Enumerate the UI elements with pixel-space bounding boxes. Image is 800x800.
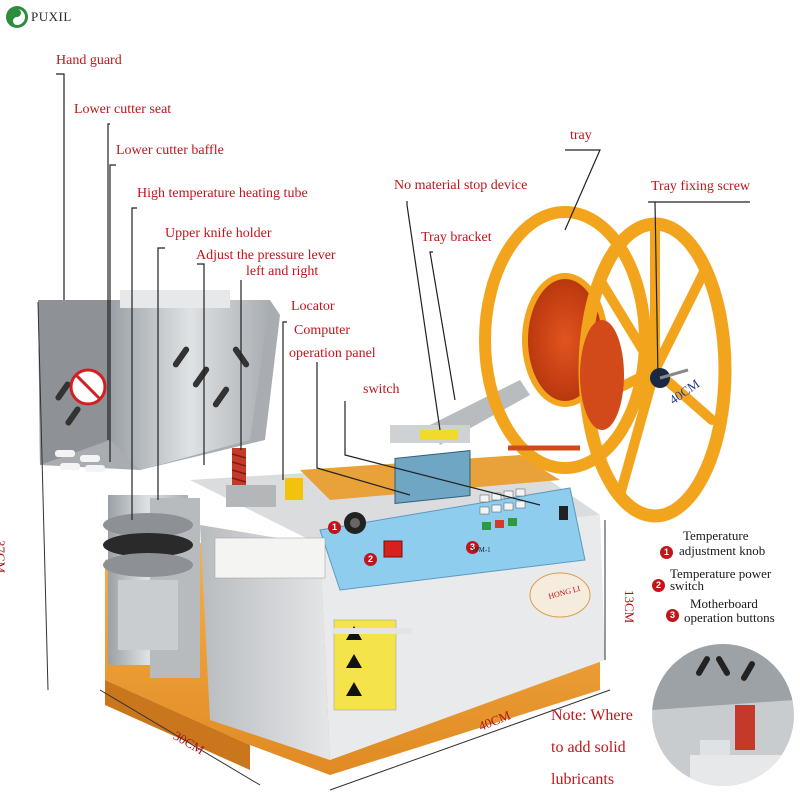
label-computer-panel: Computer (294, 323, 350, 338)
legend-3-line2: operation buttons (684, 610, 775, 625)
label-no-material-stop: No material stop device (394, 178, 528, 193)
leader-lines (56, 73, 750, 520)
legend-2-badge: 2 (652, 579, 665, 592)
legend-2-line1: Temperature power (670, 566, 772, 581)
label-switch: switch (363, 382, 400, 397)
badge-3: 3 (466, 541, 479, 554)
dim-height: 37CM (0, 540, 8, 574)
label-pressure-lever: Adjust the pressure lever (196, 248, 336, 263)
label-hand-guard: Hand guard (56, 53, 122, 68)
label-tray-fixing-screw: Tray fixing screw (651, 179, 751, 194)
badge-2: 2 (364, 553, 377, 566)
note-line3: lubricants (551, 771, 615, 788)
note-line1: Note: Where (551, 707, 633, 724)
legend-1-line2: adjustment knob (679, 543, 766, 558)
legend-1-badge: 1 (660, 546, 673, 559)
dimension-lines (37, 301, 611, 791)
label-lower-cutter-baffle: Lower cutter baffle (116, 143, 224, 158)
brand-name: PUXIL (31, 9, 72, 24)
label-pressure-lever-2: left and right (246, 264, 319, 279)
legend-2-line2: switch (670, 578, 704, 593)
no-material-stop-device (420, 430, 458, 440)
brand-logo (6, 6, 28, 28)
label-heating-tube: High temperature heating tube (137, 186, 308, 201)
label-tray: tray (570, 128, 592, 143)
dim-side: 13CM (622, 590, 637, 624)
label-computer-panel-2: operation panel (289, 346, 376, 361)
machine-body-front (200, 525, 330, 760)
badge-1: 1 (328, 521, 341, 534)
puxil-logo-icon (6, 6, 28, 28)
machine-model: WM-1 (472, 546, 491, 554)
label-locator: Locator (291, 299, 335, 314)
lubricant-inset (652, 644, 794, 786)
power-switch (383, 540, 403, 558)
legend-1-line1: Temperature (683, 528, 749, 543)
legend-3-line1: Motherboard (690, 596, 758, 611)
note-line2: to add solid (551, 739, 626, 756)
legend-3-badge: 3 (666, 609, 679, 622)
label-upper-knife-holder: Upper knife holder (165, 226, 272, 241)
label-tray-bracket: Tray bracket (421, 230, 492, 245)
label-lower-cutter-seat: Lower cutter seat (74, 102, 172, 117)
